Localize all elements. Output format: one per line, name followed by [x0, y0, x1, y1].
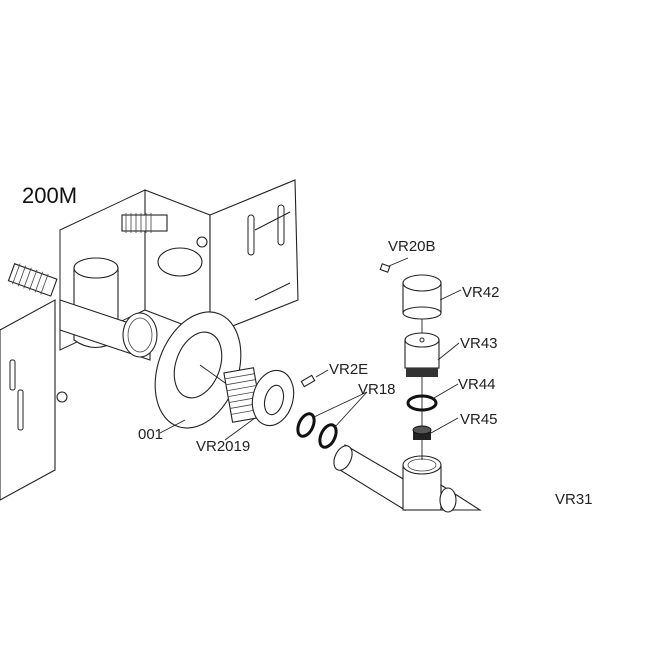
- label-vr20b: VR20B: [388, 238, 436, 255]
- flange-001: [154, 311, 242, 434]
- outlet-tee-vr31: [333, 444, 482, 513]
- label-vr18: VR18: [358, 381, 396, 398]
- o-rings-vr18: [296, 391, 368, 449]
- mounting-bracket: [0, 179, 299, 501]
- label-vr2019: VR2019: [196, 438, 250, 455]
- label-vr42: VR42: [462, 284, 500, 301]
- label-001: 001: [138, 426, 163, 443]
- screw-vr20b: [379, 257, 409, 273]
- model-title: 200M: [22, 183, 77, 208]
- label-vr45: VR45: [460, 411, 498, 428]
- label-vr2e: VR2E: [329, 361, 368, 378]
- label-vr44: VR44: [458, 376, 496, 393]
- label-vr43: VR43: [460, 335, 498, 352]
- threaded-sleeve-vr2019: [223, 367, 295, 441]
- grub-screw-vr2e: [300, 369, 329, 388]
- nut-vr45: [412, 417, 459, 440]
- cartridge-vr43: [404, 332, 460, 377]
- cap-vr42: [402, 274, 462, 320]
- valve-body: [7, 213, 203, 361]
- label-vr31: VR31: [555, 491, 593, 508]
- o-ring-vr44: [406, 383, 459, 412]
